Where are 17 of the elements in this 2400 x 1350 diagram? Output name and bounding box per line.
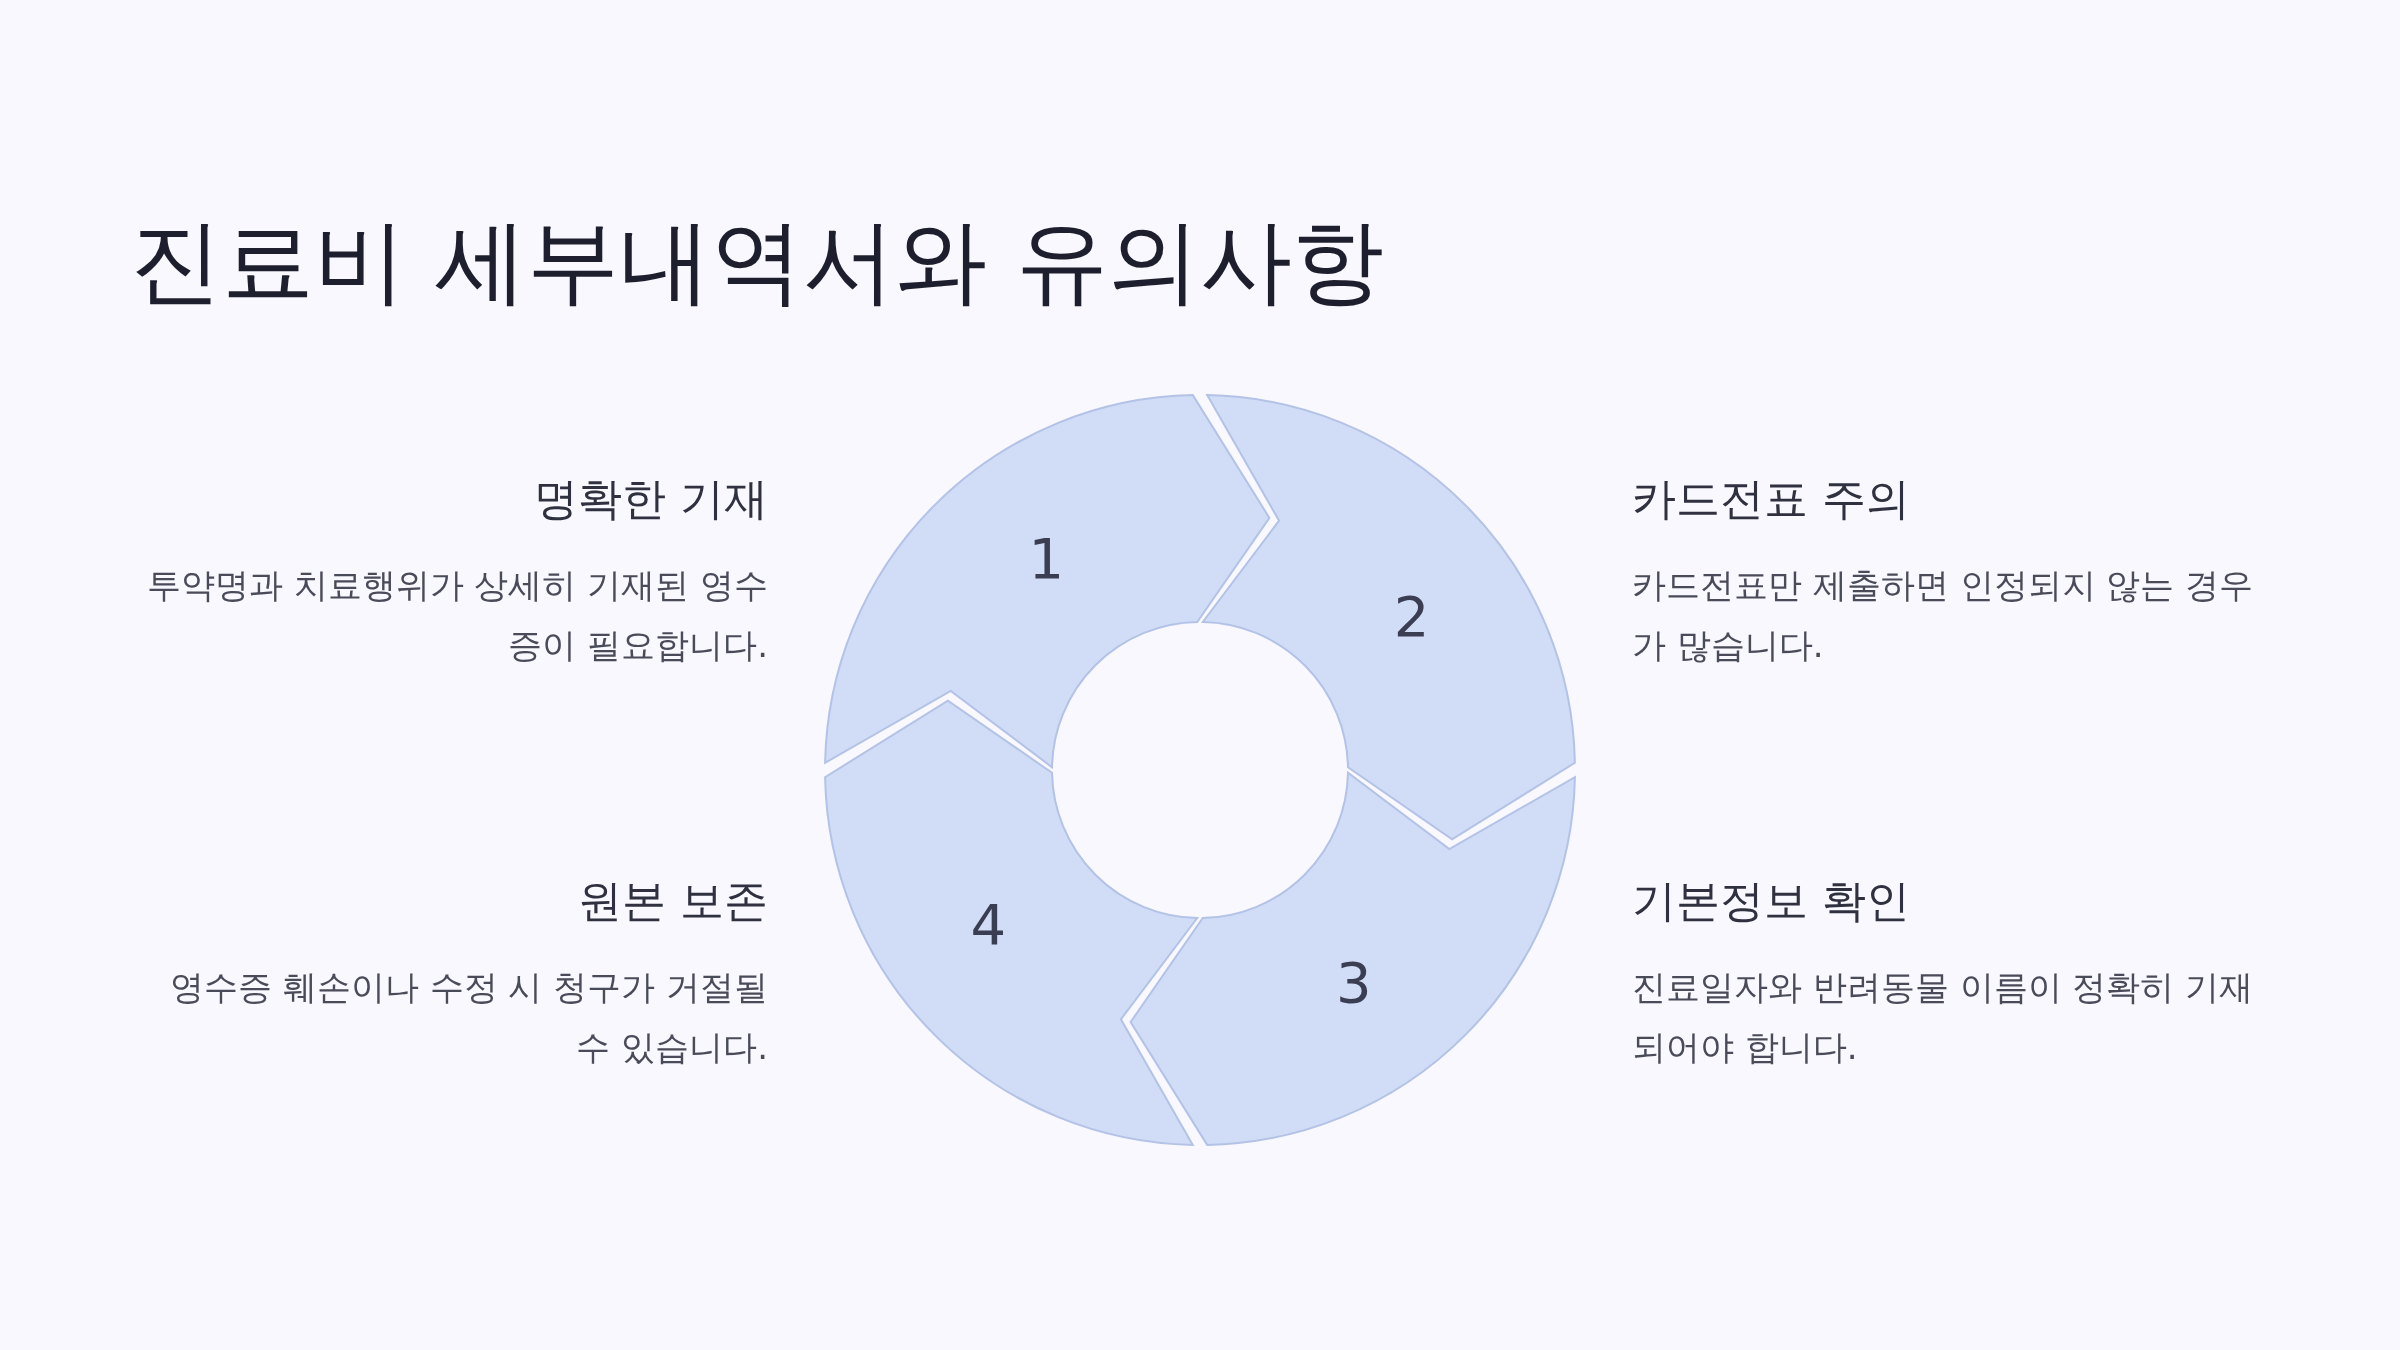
step-heading: 기본정보 확인: [1632, 874, 1910, 928]
ring-segment: [1201, 394, 1576, 841]
title: 진료비 세부내역서와 유의사항: [130, 207, 1385, 317]
step-description: 카드전표만 제출하면 인정되지 않는 경우가 많습니다.: [1632, 564, 2255, 667]
step-heading: 원본 보존: [578, 874, 768, 928]
ring-segment: [1129, 771, 1576, 1146]
step-number: 2: [1393, 584, 1430, 650]
step-number: 1: [1028, 526, 1065, 592]
step-description: 투약명과 치료행위가 상세히 기재된 영수증이 필요합니다.: [145, 564, 768, 667]
ring-segment: [824, 699, 1199, 1146]
step-number: 3: [1335, 949, 1372, 1015]
step-heading: 명확한 기재: [534, 472, 768, 526]
step-heading: 카드전표 주의: [1632, 472, 1910, 526]
step-number: 4: [970, 891, 1007, 957]
step-description: 영수증 훼손이나 수정 시 청구가 거절될 수 있습니다.: [168, 966, 768, 1069]
ring-segment: [824, 394, 1271, 769]
step-description: 진료일자와 반려동물 이름이 정확히 기재되어야 합니다.: [1632, 966, 2255, 1069]
